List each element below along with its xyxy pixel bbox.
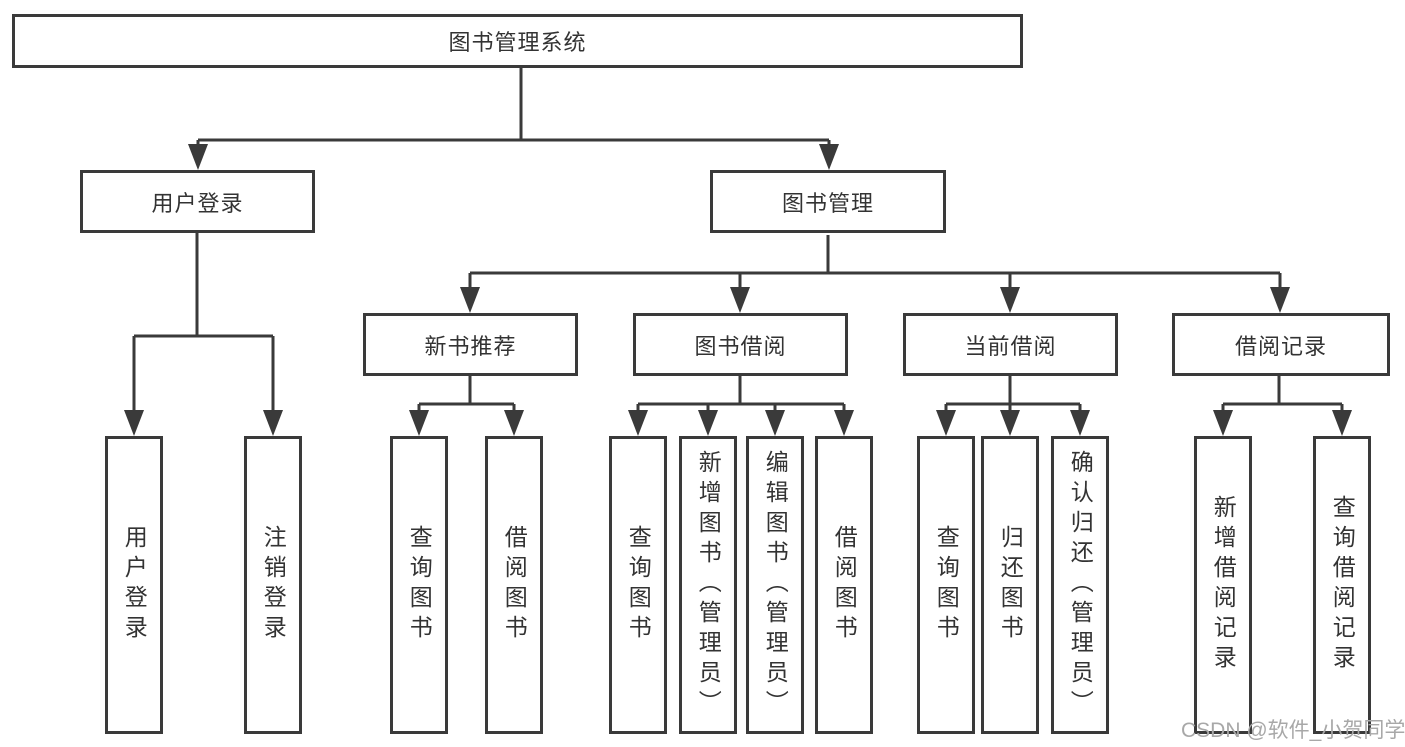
- arrow-down-icon: [263, 410, 283, 436]
- node-label: 图书管理系统: [448, 30, 587, 55]
- arrow-down-icon: [504, 410, 524, 436]
- arrowheads: [124, 144, 1352, 436]
- arrow-down-icon: [936, 410, 956, 436]
- connector-newbook-to-leaves: [417, 376, 516, 432]
- node-book-management: 图书管理: [710, 170, 946, 233]
- arrow-down-icon: [1213, 410, 1233, 436]
- leaf-return-books: 归还图书: [981, 436, 1039, 734]
- arrow-down-icon: [124, 410, 144, 436]
- node-label: 注销登录: [260, 525, 287, 645]
- arrow-down-icon: [188, 144, 208, 170]
- arrow-down-icon: [409, 410, 429, 436]
- node-label: 借阅图书: [501, 525, 528, 645]
- node-new-book-recommend: 新书推荐: [363, 313, 578, 376]
- arrow-down-icon: [819, 144, 839, 170]
- node-label: 借阅记录: [1234, 333, 1327, 359]
- node-label: 新增图书（管理员）: [695, 450, 722, 720]
- node-current-borrow: 当前借阅: [903, 313, 1118, 376]
- leaf-borrow-books-2: 借阅图书: [815, 436, 873, 734]
- leaf-add-borrow-record: 新增借阅记录: [1194, 436, 1252, 734]
- node-label: 新增借阅记录: [1210, 495, 1237, 675]
- node-label: 查询图书: [625, 525, 652, 645]
- node-label: 编辑图书（管理员）: [762, 450, 789, 720]
- arrow-down-icon: [1070, 410, 1090, 436]
- csdn-watermark: CSDN @软件_小贺同学: [1181, 719, 1405, 742]
- node-label: 确认归还（管理员）: [1067, 450, 1094, 720]
- connector-bookborrow-to-leaves: [636, 376, 846, 432]
- node-user-login: 用户登录: [80, 170, 315, 233]
- arrow-down-icon: [730, 287, 750, 313]
- node-borrow-records: 借阅记录: [1172, 313, 1390, 376]
- arrow-down-icon: [765, 410, 785, 436]
- node-label: 用户登录: [121, 525, 148, 645]
- leaf-edit-books-admin: 编辑图书（管理员）: [746, 436, 804, 734]
- node-book-borrow: 图书借阅: [633, 313, 848, 376]
- leaf-borrow-books-1: 借阅图书: [485, 436, 543, 734]
- node-label: 查询图书: [406, 525, 433, 645]
- arrow-down-icon: [628, 410, 648, 436]
- leaf-query-borrow-record: 查询借阅记录: [1313, 436, 1371, 734]
- node-label: 新书推荐: [424, 333, 517, 359]
- leaf-user-login: 用户登录: [105, 436, 163, 734]
- leaf-query-books-3: 查询图书: [917, 436, 975, 734]
- connector-root-to-level2: [196, 68, 831, 166]
- node-label: 图书管理: [781, 190, 874, 216]
- arrow-down-icon: [1000, 410, 1020, 436]
- connector-borrowrecords-to-leaves: [1221, 376, 1344, 432]
- leaf-add-books-admin: 新增图书（管理员）: [679, 436, 737, 734]
- node-label: 图书借阅: [694, 333, 787, 359]
- node-label: 查询图书: [933, 525, 960, 645]
- arrow-down-icon: [1270, 287, 1290, 313]
- node-label: 归还图书: [997, 525, 1024, 645]
- node-label: 当前借阅: [964, 333, 1057, 359]
- arrow-down-icon: [1332, 410, 1352, 436]
- arrow-down-icon: [698, 410, 718, 436]
- leaf-logout: 注销登录: [244, 436, 302, 734]
- arrow-down-icon: [460, 287, 480, 313]
- leaf-query-books-2: 查询图书: [609, 436, 667, 734]
- leaf-confirm-return-admin: 确认归还（管理员）: [1051, 436, 1109, 734]
- node-label: 查询借阅记录: [1329, 495, 1356, 675]
- arrow-down-icon: [834, 410, 854, 436]
- connector-bookmgmt-to-level3: [468, 235, 1282, 309]
- node-root-system: 图书管理系统: [12, 14, 1023, 68]
- leaf-query-books-1: 查询图书: [390, 436, 448, 734]
- node-label: 用户登录: [151, 190, 244, 216]
- node-label: 借阅图书: [831, 525, 858, 645]
- arrow-down-icon: [1000, 287, 1020, 313]
- connector-userlogin-to-leaves: [132, 233, 275, 432]
